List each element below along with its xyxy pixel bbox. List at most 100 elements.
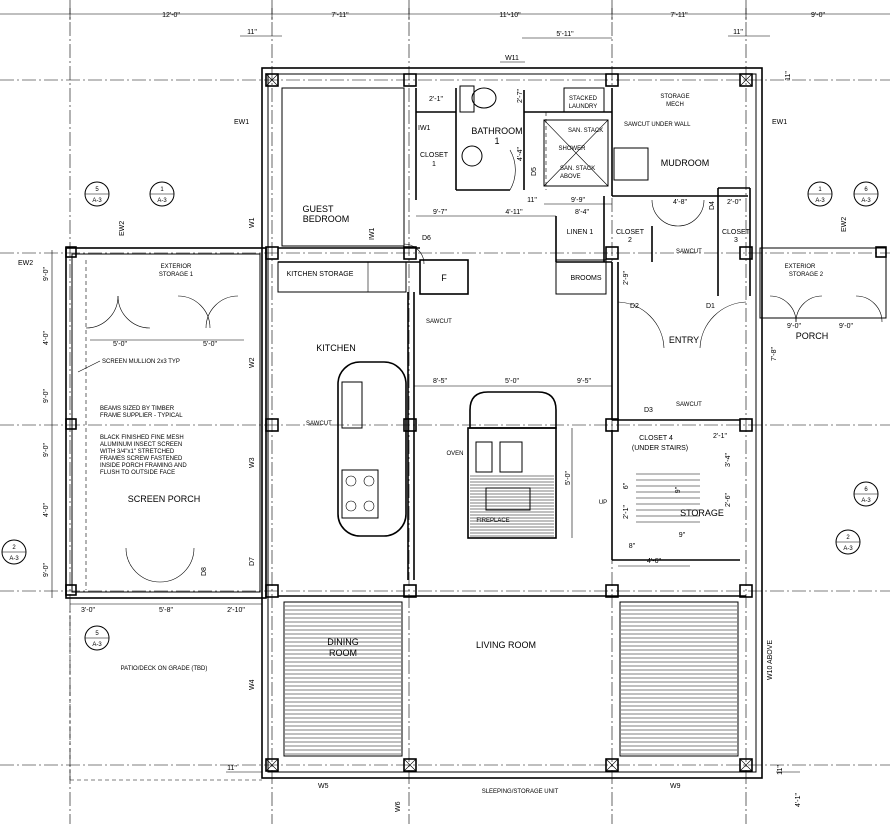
note-beams-2: FRAME SUPPLIER - TYPICAL bbox=[100, 413, 183, 419]
tag-w2: W2 bbox=[249, 357, 256, 368]
tag-d4: D4 bbox=[709, 201, 716, 210]
dim-bottom-right: 11" bbox=[777, 765, 784, 775]
dim-bath-7: 9'-9" bbox=[571, 197, 585, 204]
tag-iw1-bed: IW1 bbox=[369, 227, 376, 240]
svg-text:5: 5 bbox=[95, 187, 99, 193]
section-marker-6-right: 6 A-3 bbox=[853, 481, 879, 507]
section-marker-5-bottom: 5 A-3 bbox=[84, 625, 110, 651]
brooms-label: BROOMS bbox=[570, 275, 601, 282]
screen-porch-label: SCREEN PORCH bbox=[128, 494, 201, 504]
closet1-label: CLOSET bbox=[420, 152, 449, 159]
dim-bath-1: 2'-1" bbox=[429, 96, 443, 103]
dim-porch-bottom-2: 5'-8" bbox=[159, 607, 173, 614]
tag-ew1-left: EW1 bbox=[234, 119, 249, 126]
tag-w1: W1 bbox=[249, 217, 256, 228]
tag-ew2-left: EW2 bbox=[18, 260, 33, 267]
dim-top-5: 9'-0" bbox=[811, 12, 825, 19]
left-dimensions: 9'-0" 4'-0" 9'-0" 9'-0" 4'-0" 9'-0" bbox=[43, 250, 53, 598]
fridge-label: F bbox=[441, 273, 447, 283]
note-san-stack-above-1: SAN. STACK bbox=[560, 166, 595, 172]
closet4-label-2: (UNDER STAIRS) bbox=[632, 445, 688, 452]
dim-kitchen-3: 9'-5" bbox=[577, 378, 591, 385]
closet3-label: CLOSET bbox=[722, 229, 751, 236]
svg-text:A-3: A-3 bbox=[92, 198, 102, 204]
svg-text:A-3: A-3 bbox=[861, 498, 871, 504]
notes: SCREEN MULLION 2x3 TYP BEAMS SIZED BY TI… bbox=[77, 122, 702, 476]
dim-top-1: 12'-0" bbox=[162, 12, 180, 19]
mudroom-label: MUDROOM bbox=[661, 158, 710, 168]
section-marker-1-right: 1 A-3 bbox=[807, 181, 833, 207]
svg-text:A-3: A-3 bbox=[92, 642, 102, 648]
dim-kitchen-2: 5'-0" bbox=[505, 378, 519, 385]
svg-text:5: 5 bbox=[95, 631, 99, 637]
section-marker-5-top: 5 A-3 bbox=[84, 181, 110, 207]
guest-bedroom-label-2: BEDROOM bbox=[303, 214, 350, 224]
tag-ew2-left2: EW2 bbox=[119, 221, 126, 236]
tag-iw1-bath: IW1 bbox=[418, 125, 431, 132]
ext-storage1-label-1: EXTERIOR bbox=[161, 264, 192, 270]
dim-stairs-6: 2'-1" bbox=[623, 505, 630, 519]
svg-text:A-3: A-3 bbox=[157, 198, 167, 204]
tag-w6: W6 bbox=[395, 801, 402, 812]
closet3-number: 3 bbox=[734, 237, 738, 244]
dim-bath-6: 11" bbox=[527, 197, 537, 204]
bath-fixtures bbox=[459, 85, 516, 191]
tag-d5: D5 bbox=[531, 167, 538, 176]
note-mesh-1: BLACK FINISHED FINE MESH bbox=[100, 435, 184, 441]
svg-text:6: 6 bbox=[864, 187, 868, 193]
door-swings bbox=[85, 199, 883, 583]
dim-right-top: 11" bbox=[785, 71, 792, 81]
dim-entry-4: 7'-8" bbox=[771, 347, 778, 361]
entry-label: ENTRY bbox=[669, 335, 699, 345]
bathroom-number: 1 bbox=[494, 136, 499, 146]
dim-porch-bottom-3: 2'-10" bbox=[227, 607, 245, 614]
dim-bath-5: 4'-11" bbox=[505, 209, 523, 216]
svg-text:2: 2 bbox=[12, 545, 16, 551]
patio-label: PATIO/DECK ON GRADE (TBD) bbox=[121, 666, 208, 672]
note-mesh-5: INSIDE PORCH FRAMING AND bbox=[100, 463, 187, 469]
dim-stairs-1: 2'-1" bbox=[713, 433, 727, 440]
dim-porch-top-1: 5'-0" bbox=[113, 341, 127, 348]
tag-d8: D8 bbox=[201, 567, 208, 576]
dim-kitchen-1: 8'-5" bbox=[433, 378, 447, 385]
wall-w11-label: W11 bbox=[505, 55, 519, 62]
dining-stair-hatch bbox=[283, 473, 739, 757]
dim-stairs-5: 6" bbox=[623, 482, 630, 489]
tag-w9: W9 bbox=[670, 783, 681, 790]
dim-porch2-1: 9'-0" bbox=[787, 323, 801, 330]
dim-stairs-3: 2'-6" bbox=[725, 493, 732, 507]
dim-entry-3: 2'-9" bbox=[623, 271, 630, 285]
svg-text:2: 2 bbox=[846, 535, 850, 541]
tag-w4: W4 bbox=[249, 679, 256, 690]
dashed-outlines bbox=[69, 112, 547, 781]
fireplace bbox=[467, 391, 557, 539]
section-marker-2-left: 2 A-3 bbox=[1, 539, 27, 565]
dim-top-sub-1: 11" bbox=[247, 29, 257, 36]
tag-w3: W3 bbox=[249, 457, 256, 468]
dim-bath-8: 8'-4" bbox=[575, 209, 589, 216]
storage-mech-label-2: MECH bbox=[666, 102, 684, 108]
tag-w5: W5 bbox=[318, 783, 329, 790]
svg-text:1: 1 bbox=[160, 187, 164, 193]
dining-label-1: DINING bbox=[327, 637, 359, 647]
note-sawcut-porch: SAWCUT bbox=[306, 421, 332, 427]
note-san-stack-above-2: ABOVE bbox=[560, 174, 581, 180]
guest-bedroom-label-1: GUEST bbox=[302, 204, 334, 214]
note-mesh-6: FLUSH TO OUTSIDE FACE bbox=[100, 470, 175, 476]
linen-label: LINEN 1 bbox=[567, 229, 594, 236]
dim-top-4: 7'-11" bbox=[670, 12, 688, 19]
closet4-label-1: CLOSET 4 bbox=[639, 435, 673, 442]
note-screen-mullion: SCREEN MULLION 2x3 TYP bbox=[102, 359, 180, 365]
dim-kitchen-4: 5'-0" bbox=[565, 471, 572, 485]
dim-bottom-right-2: 4'-1" bbox=[795, 793, 802, 807]
ext-storage2-label-2: STORAGE 2 bbox=[789, 272, 824, 278]
dim-bottom-left: 11" bbox=[227, 765, 237, 772]
note-sawcut-closet4: SAWCUT bbox=[676, 402, 702, 408]
closet2-number: 2 bbox=[628, 237, 632, 244]
sleeping-unit-label: SLEEPING/STORAGE UNIT bbox=[482, 789, 559, 795]
closet2-label: CLOSET bbox=[616, 229, 645, 236]
fireplace-label: FIREPLACE bbox=[476, 518, 509, 524]
columns bbox=[65, 73, 887, 772]
note-beams-1: BEAMS SIZED BY TIMBER bbox=[100, 406, 175, 412]
